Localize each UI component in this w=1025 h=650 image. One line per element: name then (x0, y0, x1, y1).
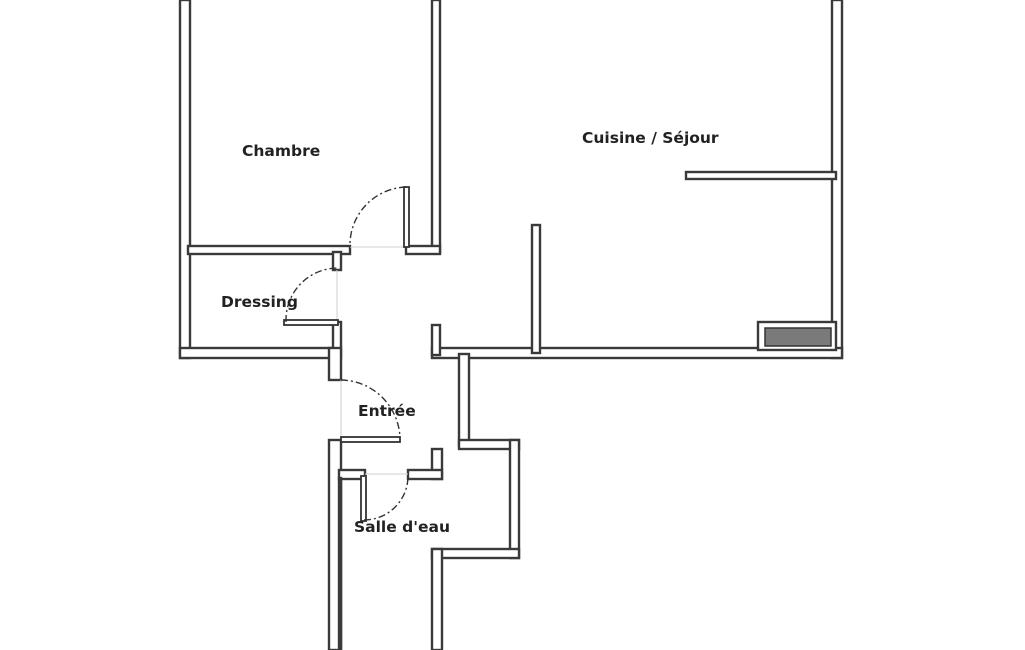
wall-bath-lower-left (430, 547, 444, 650)
wall-bath-left-inner (337, 476, 343, 650)
door-leaf-bath (360, 475, 367, 522)
room-label-chambre: Chambre (242, 142, 320, 160)
door-leaf-dressing (283, 319, 339, 326)
wall-dressing-bottom (178, 346, 342, 360)
room-label-cuisine-sejour: Cuisine / Séjour (582, 129, 719, 147)
door-arc-chambre (349, 186, 407, 248)
wall-chambre-bottom (186, 244, 352, 256)
room-label-salle-eau: Salle d'eau (354, 518, 450, 536)
radiator (764, 327, 832, 347)
wall-dressing-right-upper (331, 250, 343, 272)
wall-bath-right (508, 438, 521, 560)
door-arc-bath (363, 475, 409, 521)
wall-chambre-bottom-right (404, 244, 442, 256)
wall-living-partition (530, 223, 542, 355)
wall-chambre-right (430, 0, 442, 254)
wall-bath-bottom (430, 547, 521, 560)
wall-kitchen-partition (684, 170, 838, 181)
wall-chambre-left (178, 0, 192, 360)
room-label-entree: Entrée (358, 402, 416, 420)
door-leaf-entry (340, 436, 401, 443)
door-arc-dressing (285, 267, 338, 323)
wall-bath-step-horizontal (406, 468, 444, 481)
wall-entry-left (327, 346, 343, 382)
door-leaf-chambre (403, 186, 410, 248)
door-arc-entry (340, 379, 401, 439)
room-label-dressing: Dressing (221, 293, 298, 311)
wall-entry-right (457, 352, 471, 448)
wall-entry-right-stub (430, 323, 442, 357)
